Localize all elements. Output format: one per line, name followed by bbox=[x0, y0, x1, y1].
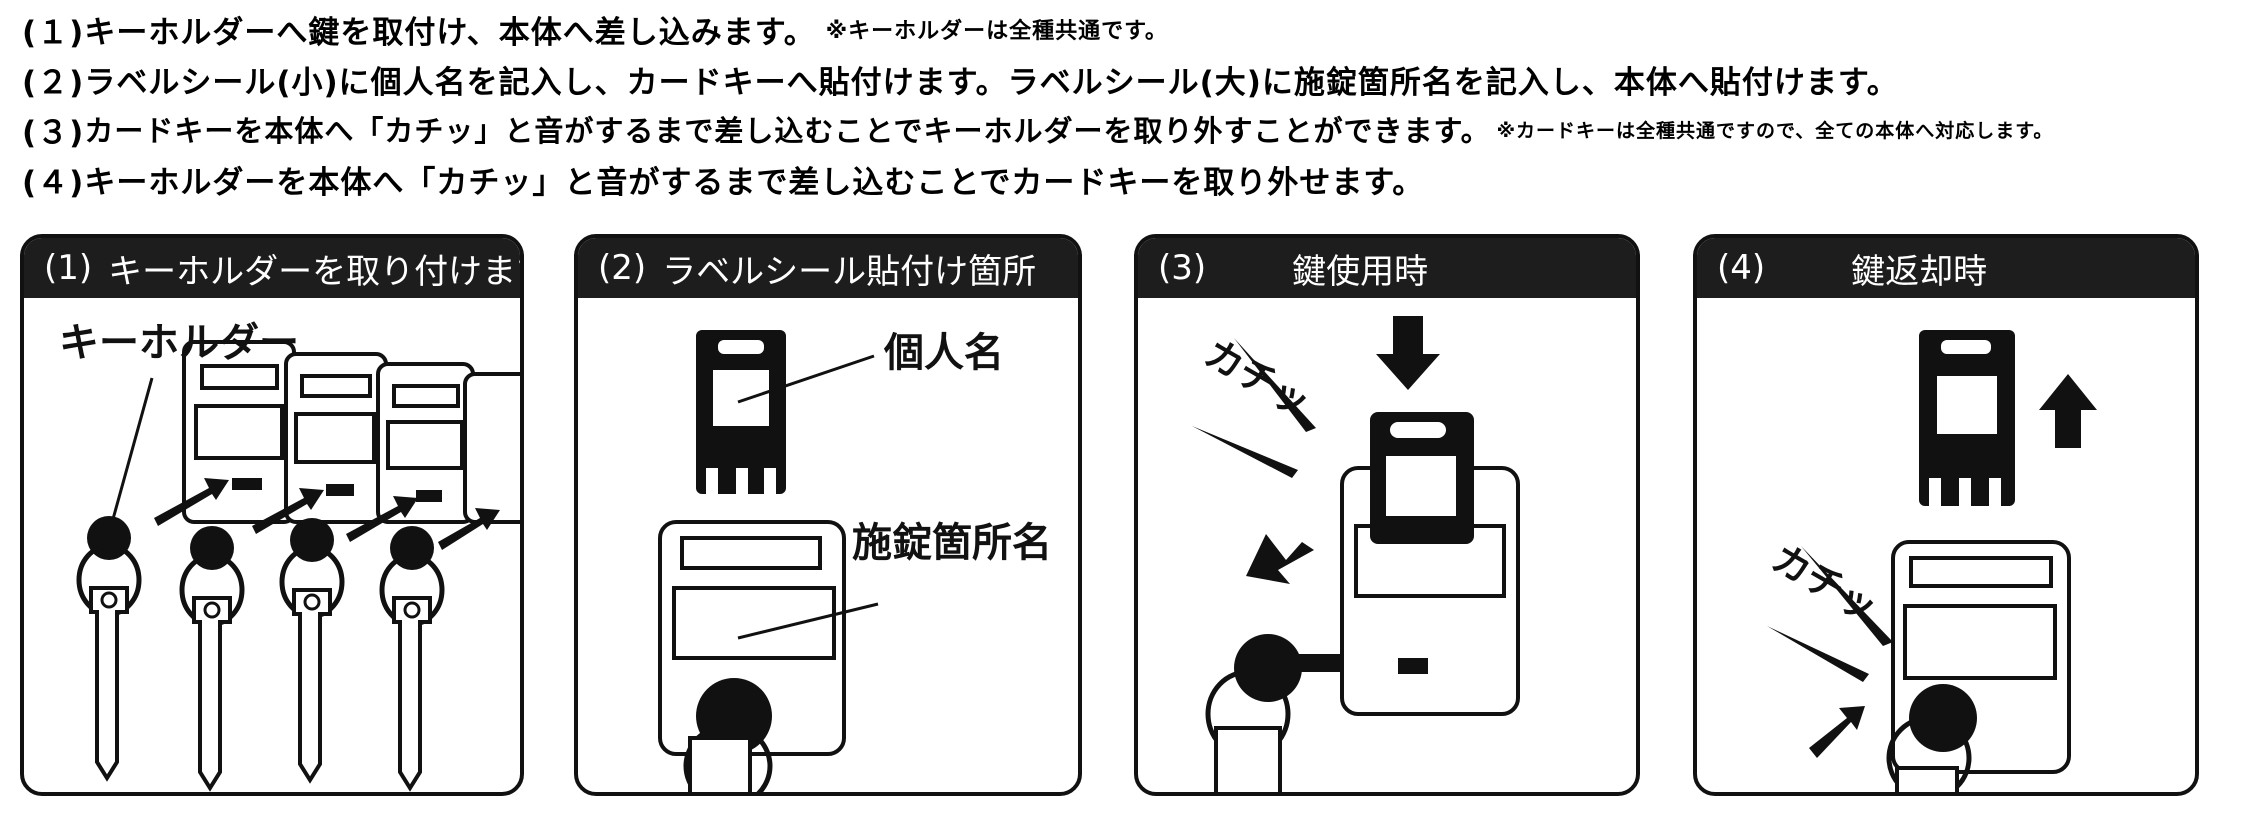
panel-label-sticker: (2) ラベルシール貼付け箇所 個人名 施錠箇所名 bbox=[574, 234, 1082, 796]
instruction-text: キーホルダーを本体へ「カチッ」と音がするまで差し込むことでカードキーを取り外せま… bbox=[84, 164, 1425, 201]
keyholder-removed bbox=[1205, 634, 1344, 792]
key-return-illustration: カチッ bbox=[1764, 330, 2097, 792]
arrow-out-icon bbox=[1246, 534, 1314, 584]
card-key bbox=[696, 330, 786, 494]
panel-step-number: (1) bbox=[44, 248, 93, 288]
key-use-illustration: カチッ bbox=[1192, 316, 1520, 792]
panel-key-return: (4) 鍵返却時 カチッ bbox=[1693, 234, 2199, 796]
panel-header: (3) 鍵使用時 bbox=[1138, 238, 1636, 298]
panel-title: 鍵使用時 bbox=[1292, 251, 1429, 292]
instruction-line-1: (１) キーホルダーへ鍵を取付け、本体へ差し込みます。 ※キーホルダーは全種共通… bbox=[22, 4, 2232, 54]
click-lines bbox=[1767, 546, 1893, 682]
callout-lock-location: 施錠箇所名 bbox=[852, 520, 1052, 566]
keyholder-illustration: キーホルダー bbox=[59, 320, 520, 792]
instruction-line-3: (３) カードキーを本体へ「カチッ」と音がするまで差し込むことでキーホルダーを取… bbox=[22, 104, 2232, 154]
arrow-up-icon bbox=[2039, 374, 2097, 448]
instruction-list: (１) キーホルダーへ鍵を取付け、本体へ差し込みます。 ※キーホルダーは全種共通… bbox=[22, 4, 2232, 204]
instruction-line-2: (２) ラベルシール(小)に個人名を記入し、カードキーへ貼付けます。ラベルシール… bbox=[22, 54, 2232, 104]
callout-personal-name: 個人名 bbox=[883, 330, 1004, 376]
instruction-number: (１) bbox=[22, 14, 85, 51]
instruction-note: ※キーホルダーは全種共通です。 bbox=[825, 19, 1168, 44]
panel-attach-keyholder: (1) キーホルダーを取り付けます bbox=[20, 234, 524, 796]
keyholder-inserted bbox=[1886, 684, 1977, 792]
key-in-body bbox=[683, 678, 773, 792]
card-key bbox=[1919, 330, 2015, 506]
arrow-in-icon bbox=[1809, 706, 1865, 758]
panel-header: (2) ラベルシール貼付け箇所 bbox=[578, 238, 1078, 298]
arrow-down-icon bbox=[1376, 316, 1440, 390]
instruction-number: (３) bbox=[22, 114, 85, 151]
panel-step-number: (4) bbox=[1717, 248, 1766, 288]
instruction-text: ラベルシール(小)に個人名を記入し、カードキーへ貼付けます。ラベルシール(大)に… bbox=[84, 64, 1899, 101]
callout-keyholder: キーホルダー bbox=[59, 320, 299, 366]
panel-header: (1) キーホルダーを取り付けます bbox=[24, 238, 520, 298]
click-lines bbox=[1192, 338, 1316, 478]
key-group bbox=[76, 516, 445, 792]
panel-step-number: (2) bbox=[598, 248, 647, 288]
instruction-number: (４) bbox=[22, 164, 85, 201]
instruction-number: (２) bbox=[22, 64, 85, 101]
panel-step-number: (3) bbox=[1158, 248, 1207, 288]
instruction-line-4: (４) キーホルダーを本体へ「カチッ」と音がするまで差し込むことでカードキーを取… bbox=[22, 154, 2232, 204]
panel-key-use: (3) 鍵使用時 カチッ bbox=[1134, 234, 1640, 796]
instruction-note: ※カードキーは全種共通ですので、全ての本体へ対応します。 bbox=[1496, 119, 2054, 142]
instruction-text: カードキーを本体へ「カチッ」と音がするまで差し込むことでキーホルダーを取り外すこ… bbox=[84, 114, 1491, 148]
card-key bbox=[1370, 412, 1474, 544]
instruction-text: キーホルダーへ鍵を取付け、本体へ差し込みます。 bbox=[84, 14, 816, 51]
panel-title: 鍵返却時 bbox=[1851, 251, 1988, 292]
click-sound-text: カチッ bbox=[1764, 536, 1885, 631]
click-sound-text: カチッ bbox=[1197, 331, 1318, 426]
label-sticker-illustration: 個人名 施錠箇所名 bbox=[658, 330, 1052, 792]
panel-title: キーホルダーを取り付けます bbox=[108, 251, 524, 292]
panel-header: (4) 鍵返却時 bbox=[1697, 238, 2195, 298]
panel-title: ラベルシール貼付け箇所 bbox=[662, 251, 1037, 292]
